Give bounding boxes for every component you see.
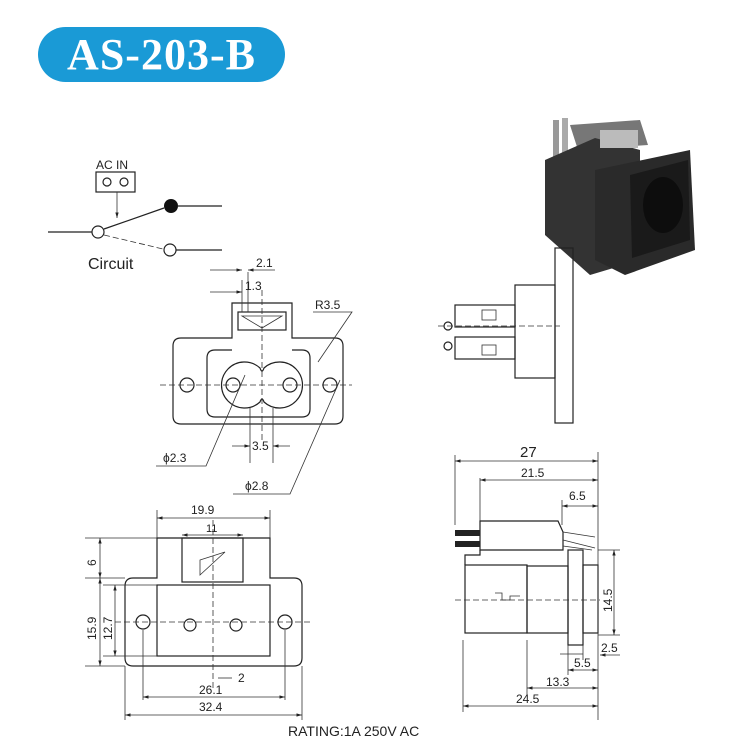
product-photo bbox=[545, 118, 695, 275]
dim-13-3: 13.3 bbox=[546, 675, 570, 689]
dim-2-1: 2.1 bbox=[256, 256, 273, 270]
dim-6: 6 bbox=[85, 559, 99, 566]
bottom-view: 19.9 11 6 15.9 12.7 26.1 2 32.4 bbox=[85, 503, 310, 720]
dim-2: 2 bbox=[238, 671, 245, 685]
dim-21-5: 21.5 bbox=[521, 466, 545, 480]
dim-6-5: 6.5 bbox=[569, 489, 586, 503]
dim-15-9: 15.9 bbox=[85, 616, 99, 640]
dim-12-7: 12.7 bbox=[101, 616, 115, 640]
ac-in-label: AC IN bbox=[96, 158, 128, 172]
dim-14-5: 14.5 bbox=[601, 588, 615, 612]
front-view: 2.1 1.3 R3.5 ϕ2.3 3.5 ϕ2.8 bbox=[156, 256, 353, 495]
switch-pivot-icon bbox=[91, 225, 105, 239]
circuit-label: Circuit bbox=[88, 256, 134, 273]
model-title: AS-203-B bbox=[38, 27, 285, 82]
dim-32-4: 32.4 bbox=[199, 700, 223, 714]
dim-27: 27 bbox=[520, 444, 537, 461]
dim-19-9: 19.9 bbox=[191, 503, 215, 517]
circuit-diagram: AC IN Circuit bbox=[48, 158, 222, 273]
phi-2-3-label: ϕ2.3 bbox=[163, 451, 187, 465]
dim-26-1: 26.1 bbox=[199, 683, 223, 697]
phi-2-8-label: ϕ2.8 bbox=[245, 479, 269, 493]
dim-3-5: 3.5 bbox=[252, 439, 269, 453]
dim-1-3: 1.3 bbox=[245, 279, 262, 293]
dim-24-5: 24.5 bbox=[516, 692, 540, 706]
dim-5-5: 5.5 bbox=[574, 656, 591, 670]
contact-closed-icon bbox=[164, 199, 178, 213]
rating-label: RATING:1A 250V AC bbox=[288, 723, 419, 739]
side-view-bottom: 27 21.5 6.5 14.5 2.5 5.5 13.3 24.5 bbox=[454, 444, 620, 720]
dim-11: 11 bbox=[206, 523, 217, 535]
dim-2-5: 2.5 bbox=[601, 641, 618, 655]
radius-label: R3.5 bbox=[315, 298, 341, 312]
contact-open-icon bbox=[163, 243, 177, 257]
side-view-top bbox=[438, 247, 574, 424]
